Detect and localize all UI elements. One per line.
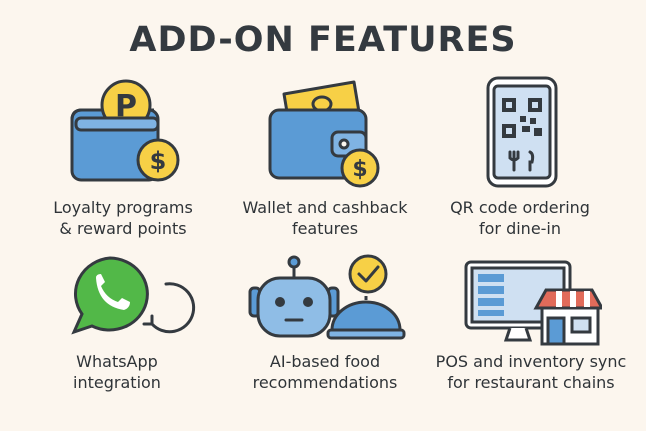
robot-cloche-icon <box>248 254 406 340</box>
svg-text:$: $ <box>352 157 367 182</box>
loyalty-wallet-icon: P $ <box>70 79 180 182</box>
wallet-cashback-icon: $ <box>268 80 380 188</box>
svg-text:P: P <box>115 89 137 124</box>
page-title: ADD-ON FEATURES <box>129 20 517 60</box>
feature-label-loyalty: Loyalty programs& reward points <box>53 198 193 238</box>
qr-phone-icon <box>486 76 558 188</box>
pos-store-icon <box>464 260 602 346</box>
svg-text:$: $ <box>150 147 167 175</box>
whatsapp-icon <box>71 256 196 335</box>
